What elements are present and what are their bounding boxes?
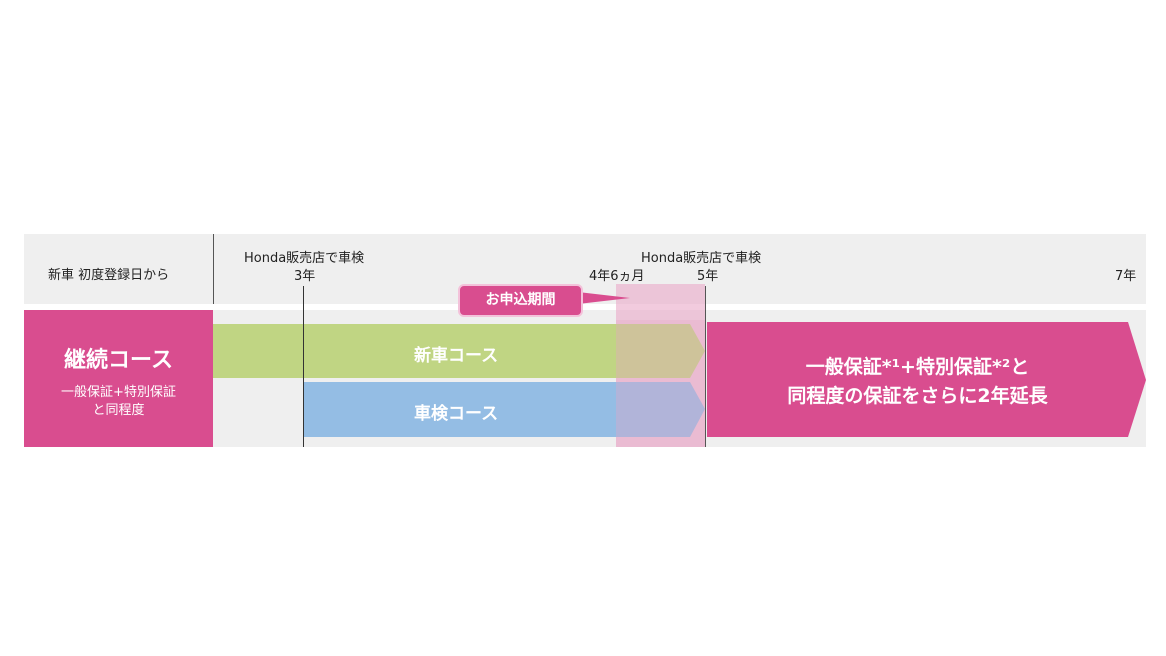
callout-box [458,284,583,317]
continuation-course-subtitle-2: と同程度 [92,403,145,418]
extension-bar [707,322,1146,437]
inspection-course-label: 車検コース [414,404,499,424]
extension-label-line2: 同程度の保証をさらに2年延長 [787,385,1048,407]
inspection-course-bar [303,382,705,437]
inspection-label-5y: Honda販売店で車検 [641,251,762,266]
new-car-course-label: 新車コース [414,346,499,366]
continuation-course-subtitle-1: 一般保証+特別保証 [61,385,176,400]
header-divider [213,234,214,304]
tick-5y: 5年 [697,269,719,284]
timeline-header [24,234,1146,304]
continuation-course-box: 継続コース 一般保証+特別保証 と同程度 [24,310,213,447]
tick-7y: 7年 [1115,269,1137,284]
inspection-label-3y: Honda販売店で車検 [244,251,365,266]
new-car-course-bar [213,324,705,378]
callout-pointer [578,292,630,304]
tick-3y: 3年 [294,269,316,284]
tick-4y6m: 4年6ヵ月 [589,269,645,284]
application-period-callout: お申込期間 [485,292,556,308]
origin-label: 新車 初度登録日から [48,268,170,283]
extension-label-line1: 一般保証*¹+特別保証*²と [805,356,1030,378]
continuation-course-title: 継続コース [64,348,173,373]
